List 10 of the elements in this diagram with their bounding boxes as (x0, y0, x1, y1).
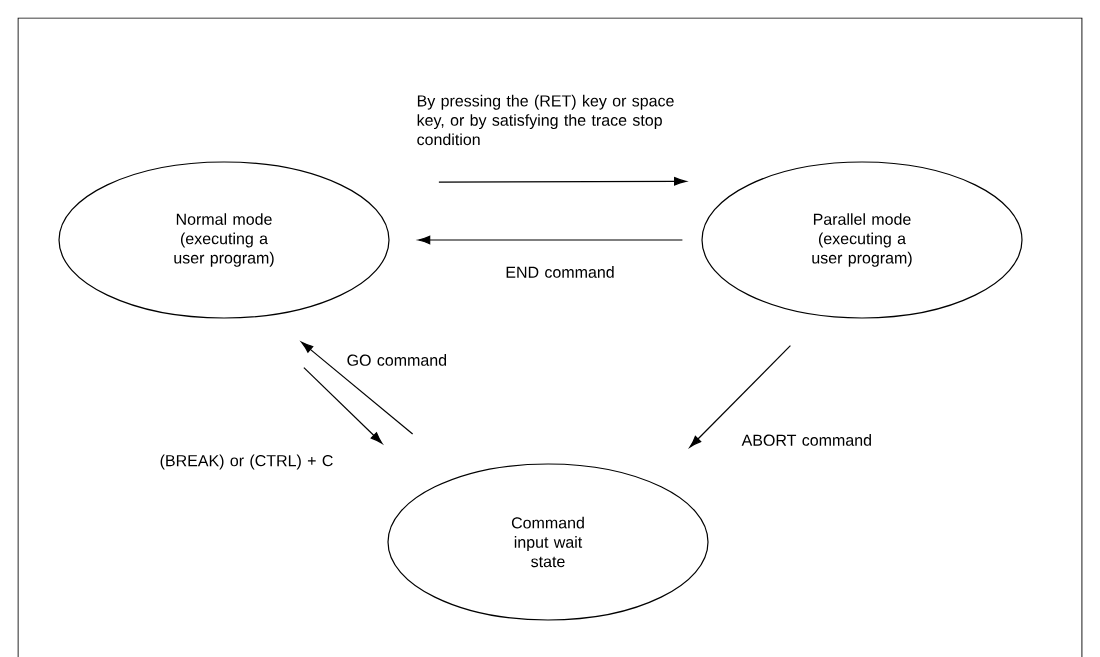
arrow (417, 235, 683, 245)
arrow (303, 366, 383, 444)
edge-label: ABORT command (741, 434, 871, 446)
arrow (438, 177, 687, 186)
arrow (301, 341, 414, 435)
edge-label: GO command (347, 354, 447, 366)
edge-label: By pressing the (RET) key or space key, or by satisfying the trace stop condition (417, 94, 674, 146)
edge-label: (BREAK) or (CTRL) + C (160, 454, 333, 470)
arrow (689, 345, 791, 448)
edge-label: END command (506, 266, 614, 278)
